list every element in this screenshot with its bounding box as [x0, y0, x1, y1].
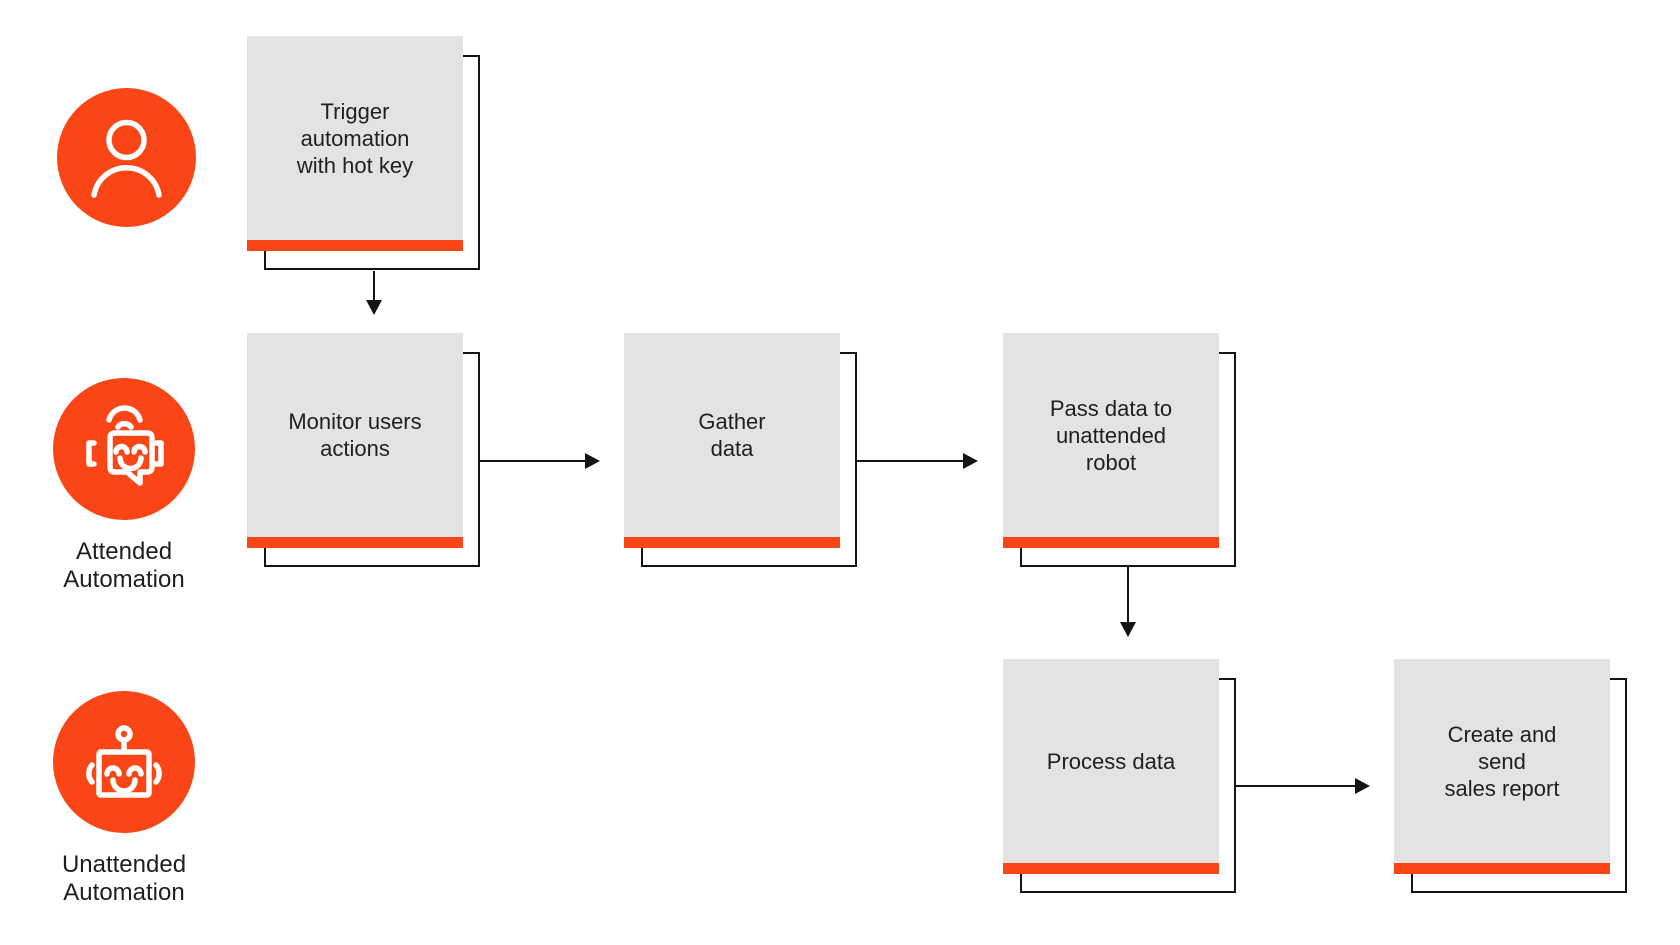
- flow-node-report: Create and send sales report: [1394, 659, 1627, 893]
- node-face: Create and send sales report: [1394, 659, 1610, 874]
- flow-node-process-data: Process data: [1003, 659, 1236, 893]
- node-face: Monitor users actions: [247, 333, 463, 548]
- unattended-robot-icon: [53, 691, 195, 833]
- arrow-process-to-report: [1236, 778, 1370, 794]
- node-label: Process data: [1046, 748, 1176, 774]
- unattended-automation-label: Unattended Automation: [61, 851, 187, 906]
- arrow-trigger-to-monitor: [366, 271, 382, 315]
- flow-node-trigger: Trigger automation with hot key: [247, 36, 480, 270]
- person-icon: [57, 88, 196, 227]
- node-face: Pass data to unattended robot: [1003, 333, 1219, 548]
- node-label: Trigger automation with hot key: [296, 98, 414, 178]
- attended-automation-label: Attended Automation: [63, 538, 185, 593]
- node-label: Pass data to unattended robot: [1049, 395, 1173, 475]
- node-face: Process data: [1003, 659, 1219, 874]
- arrow-monitor-to-gather: [480, 453, 600, 469]
- node-label: Create and send sales report: [1444, 721, 1560, 801]
- arrow-gather-to-pass: [857, 453, 978, 469]
- node-face: Trigger automation with hot key: [247, 36, 463, 251]
- flow-node-monitor: Monitor users actions: [247, 333, 480, 567]
- arrow-pass-to-process: [1120, 567, 1136, 637]
- node-label: Gather data: [698, 409, 766, 461]
- flow-node-gather: Gather data: [624, 333, 857, 567]
- attended-robot-icon: [53, 378, 195, 520]
- flow-node-pass-data: Pass data to unattended robot: [1003, 333, 1236, 567]
- node-label: Monitor users actions: [288, 409, 422, 461]
- node-face: Gather data: [624, 333, 840, 548]
